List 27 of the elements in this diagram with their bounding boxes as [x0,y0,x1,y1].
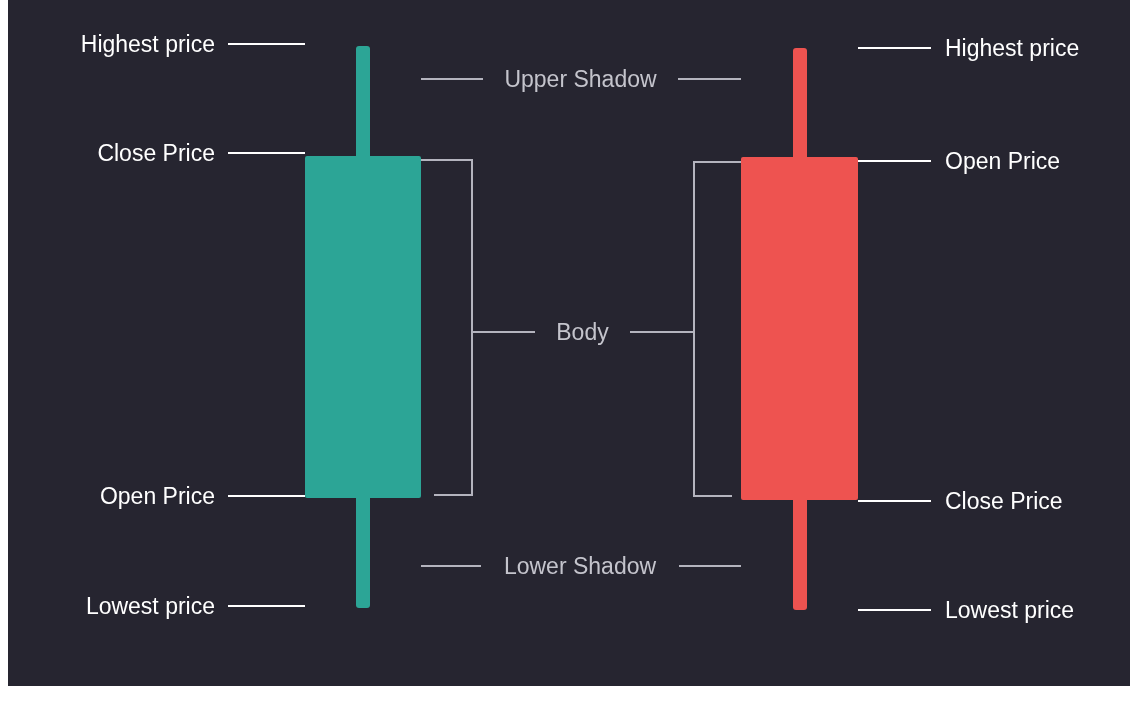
leader-line [857,47,932,49]
leader-line [857,609,932,611]
price-label: Upper Shadow [504,64,657,94]
leader-line [677,78,742,80]
price-label: Highest price [80,29,215,59]
leader-line [857,500,932,502]
price-label: Close Price [945,486,1063,516]
price-label: Open Price [945,146,1061,176]
candlestick [741,48,858,610]
leader-line [857,160,932,162]
price-label: Close Price [97,138,215,168]
price-label: Lowest price [85,591,215,621]
price-label: Highest price [945,33,1080,63]
price-label: Open Price [99,481,215,511]
leader-line [678,565,742,567]
leader-line [420,565,482,567]
leader-line [227,152,306,154]
candlestick [305,46,421,608]
leader-line [227,43,306,45]
leader-line [420,159,536,333]
leader-line [227,605,306,607]
price-label: Lower Shadow [503,551,657,581]
leader-line [629,161,742,333]
leader-line [420,78,484,80]
leader-line [227,495,306,497]
price-label: Body [556,317,609,347]
price-label: Lowest price [945,595,1075,625]
